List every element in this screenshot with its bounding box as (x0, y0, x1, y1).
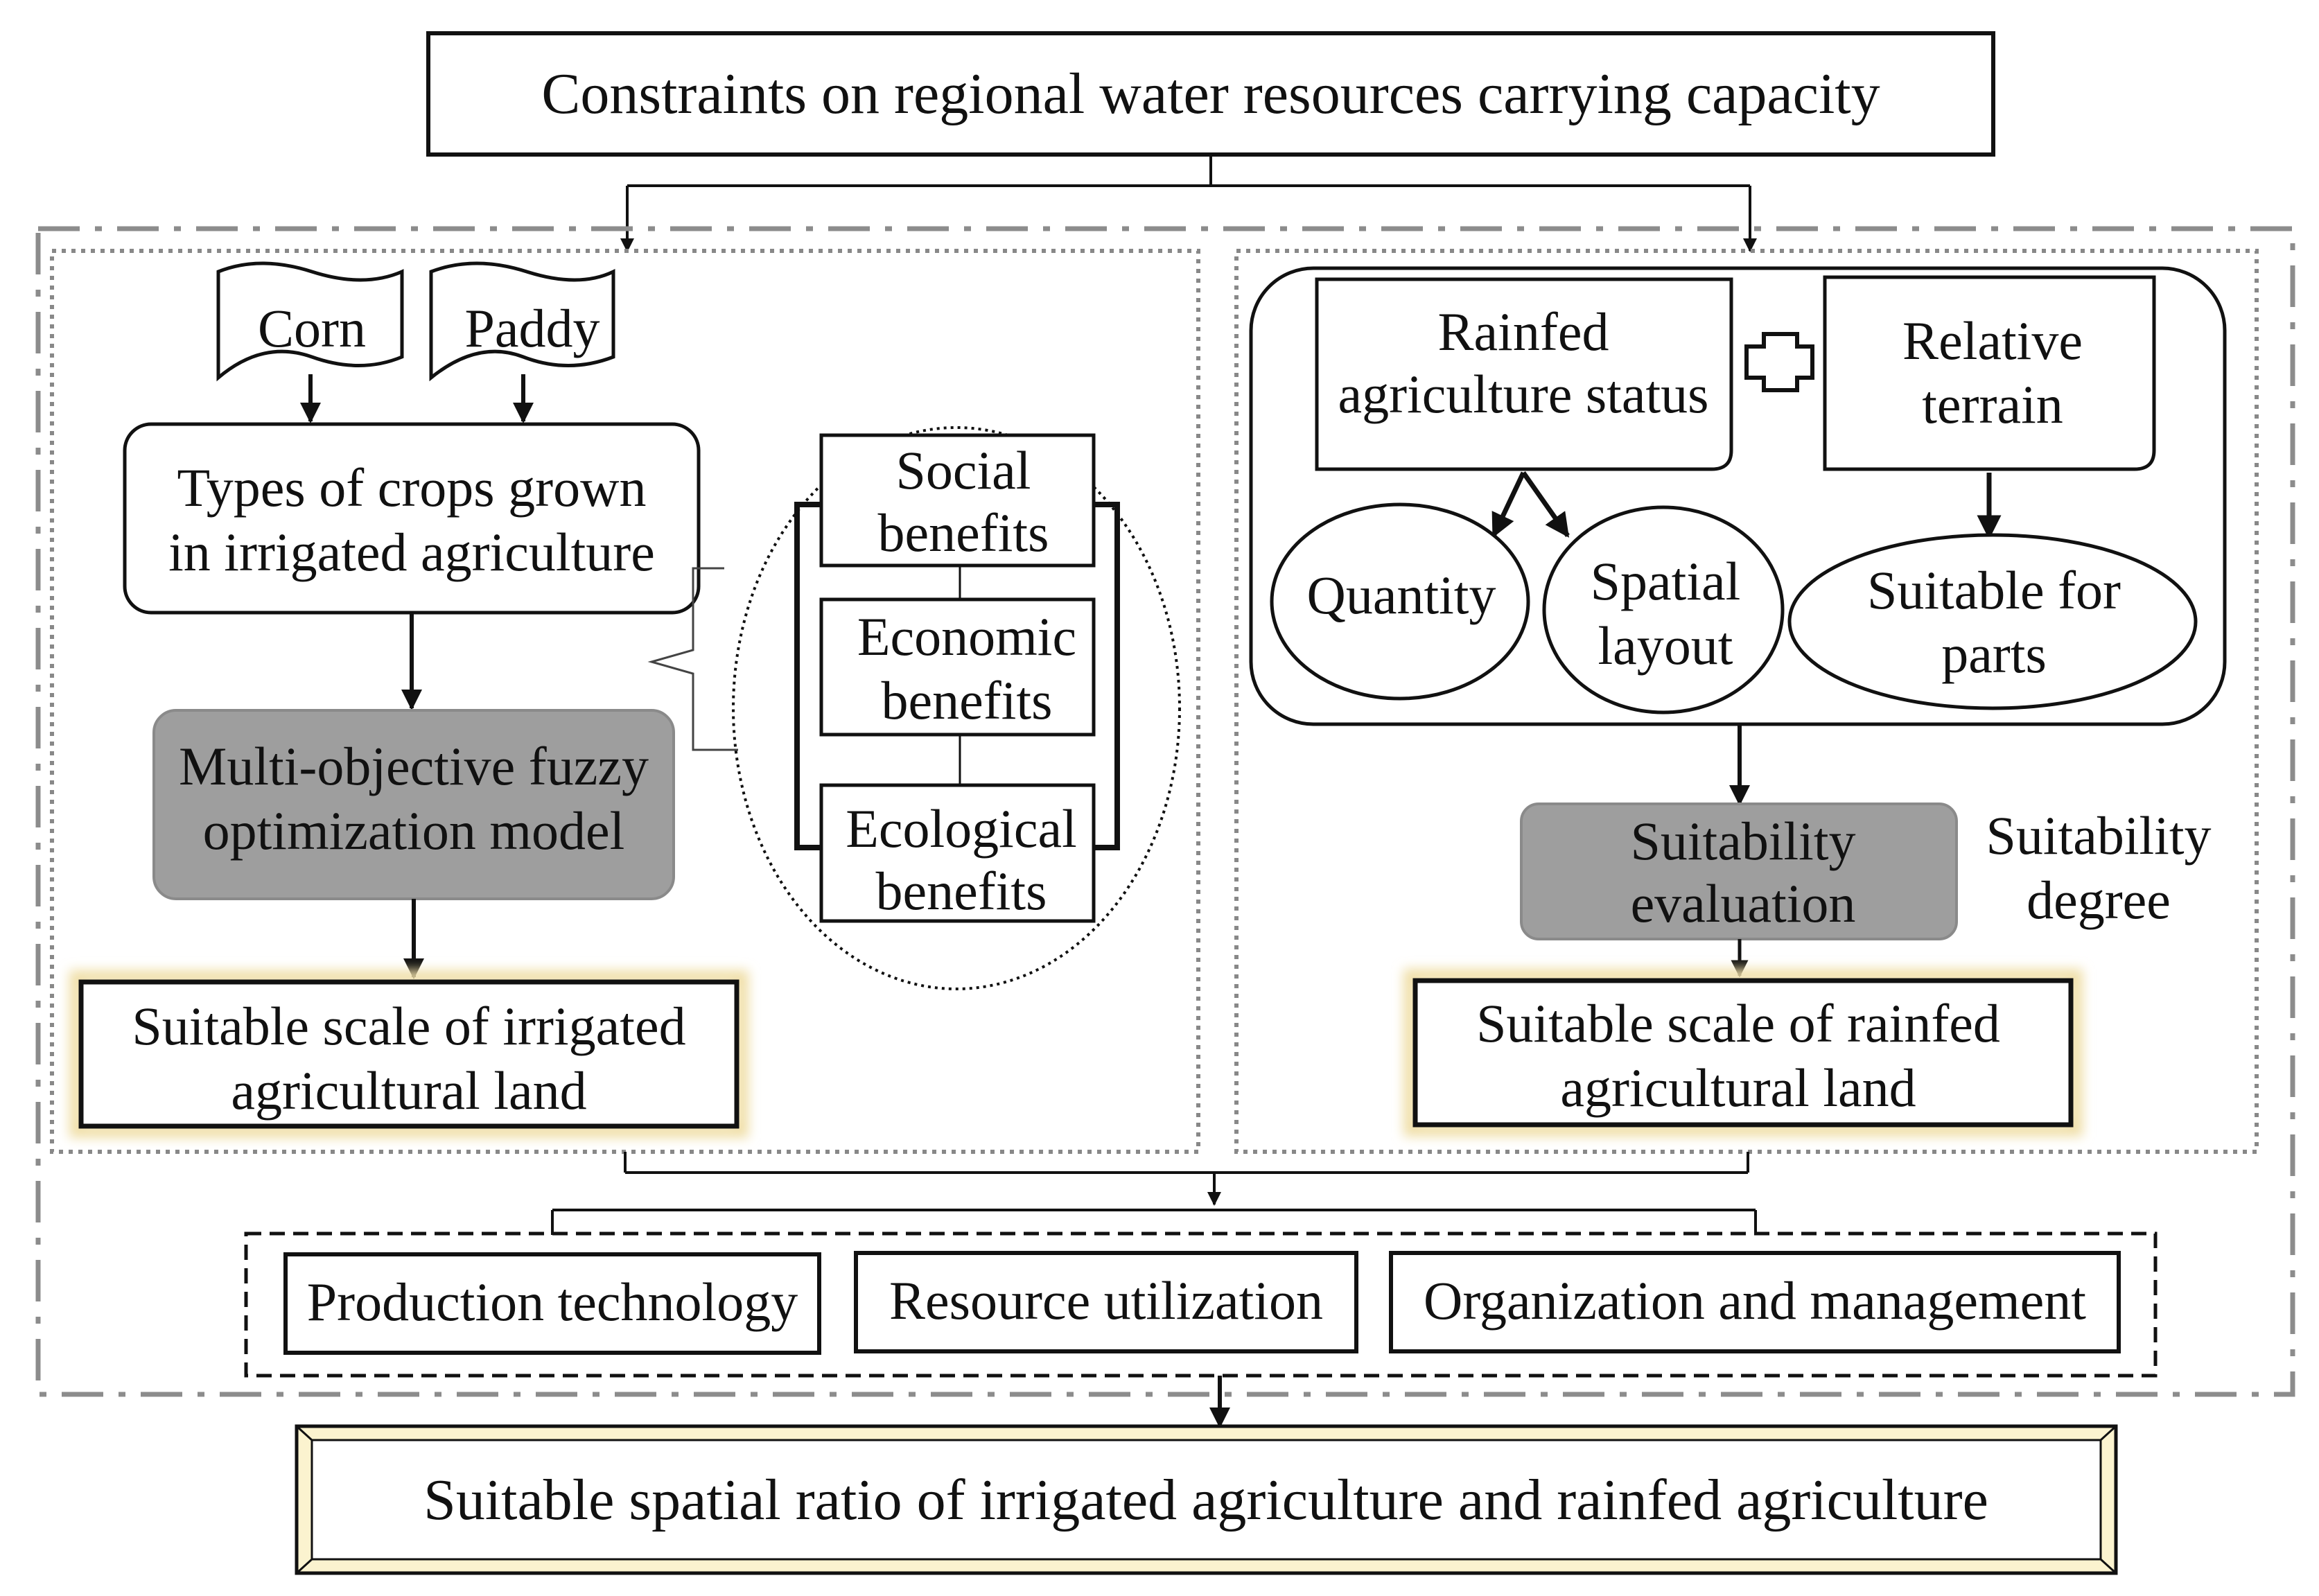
suitability-evaluation-box: Suitability evaluation (1520, 803, 1958, 940)
final-result-box: Suitable spatial ratio of irrigated agri… (295, 1424, 2118, 1575)
factors-container (244, 1231, 2158, 1378)
svg-text:degree: degree (2027, 870, 2171, 930)
paddy-label: Paddy (465, 298, 600, 358)
svg-text:Suitability: Suitability (1630, 811, 1855, 871)
corn-banner: Corn (216, 261, 404, 382)
crop-types-box: Types of crops grown in irrigated agricu… (123, 422, 701, 615)
top-split-connector (620, 155, 1757, 252)
svg-text:benefits: benefits (876, 861, 1047, 921)
benefits-ellipse (732, 426, 1181, 990)
svg-text:benefits: benefits (878, 502, 1049, 563)
svg-text:Relative: Relative (1902, 310, 2083, 371)
factor-resource-utilization: Resource utilization (854, 1251, 1358, 1353)
svg-text:Suitable for: Suitable for (1867, 560, 2121, 620)
suitable-parts-ellipse: Suitable for parts (1787, 533, 2198, 710)
title-text: Constraints on regional water resources … (541, 62, 1880, 126)
svg-text:Spatial: Spatial (1591, 551, 1741, 611)
crop-arrows (300, 374, 534, 423)
svg-text:Suitable scale of rainfed: Suitable scale of rainfed (1476, 993, 2000, 1053)
paddy-banner: Paddy (429, 261, 615, 382)
merge-connector (551, 1152, 1757, 1235)
ecological-benefits-box: Ecological benefits (819, 783, 1096, 923)
svg-text:Resource utilization: Resource utilization (889, 1270, 1323, 1331)
svg-text:Multi-objective fuzzy: Multi-objective fuzzy (179, 736, 649, 796)
factor-organization-management: Organization and management (1389, 1251, 2121, 1353)
rainfed-status-box: Rainfed agriculture status (1315, 277, 1733, 471)
svg-text:optimization model: optimization model (203, 800, 625, 861)
svg-text:Production technology: Production technology (307, 1272, 798, 1332)
title-box: Constraints on regional water resources … (426, 31, 1995, 157)
svg-text:Types of crops grown: Types of crops grown (177, 457, 647, 518)
svg-text:agricultural land: agricultural land (1560, 1058, 1916, 1118)
quantity-ellipse: Quantity (1270, 502, 1530, 701)
svg-text:in irrigated agriculture: in irrigated agriculture (168, 522, 655, 582)
benefits-brace (647, 567, 738, 751)
svg-text:Suitability: Suitability (1986, 805, 2211, 866)
economic-benefits-box: Economic benefits (819, 597, 1096, 737)
status-arrows (1491, 471, 2002, 540)
svg-text:agriculture status: agriculture status (1338, 364, 1709, 424)
rainfed-result-box: Suitable scale of rainfed agricultural l… (1403, 969, 2083, 1137)
irrigated-result-box: Suitable scale of irrigated agricultural… (69, 970, 749, 1138)
plus-icon (1744, 332, 1814, 392)
svg-text:layout: layout (1598, 615, 1733, 676)
factor-production-technology: Production technology (283, 1252, 821, 1355)
svg-text:Rainfed: Rainfed (1438, 301, 1609, 362)
outer-container (35, 226, 2295, 1397)
relative-terrain-box: Relative terrain (1823, 275, 2156, 471)
benefits-bracket (794, 502, 1120, 850)
svg-text:Suitable scale of irrigated: Suitable scale of irrigated (132, 996, 685, 1056)
svg-text:Economic: Economic (857, 606, 1076, 667)
suitability-degree-label: Suitability degree (1986, 805, 2211, 930)
svg-text:parts: parts (1941, 624, 2047, 684)
model-box: Multi-objective fuzzy optimization model (152, 709, 675, 900)
svg-text:Social: Social (896, 440, 1031, 500)
final-result-text: Suitable spatial ratio of irrigated agri… (423, 1468, 1988, 1532)
svg-text:Quantity: Quantity (1307, 565, 1496, 625)
svg-text:Organization and management: Organization and management (1424, 1270, 2086, 1331)
social-benefits-box: Social benefits (819, 433, 1096, 568)
svg-text:benefits: benefits (882, 670, 1053, 730)
spatial-layout-ellipse: Spatial layout (1542, 505, 1785, 714)
svg-text:agricultural land: agricultural land (231, 1060, 586, 1121)
svg-text:terrain: terrain (1922, 374, 2063, 435)
svg-text:Ecological: Ecological (846, 798, 1077, 859)
corn-label: Corn (258, 298, 366, 358)
svg-text:evaluation: evaluation (1631, 873, 1856, 933)
